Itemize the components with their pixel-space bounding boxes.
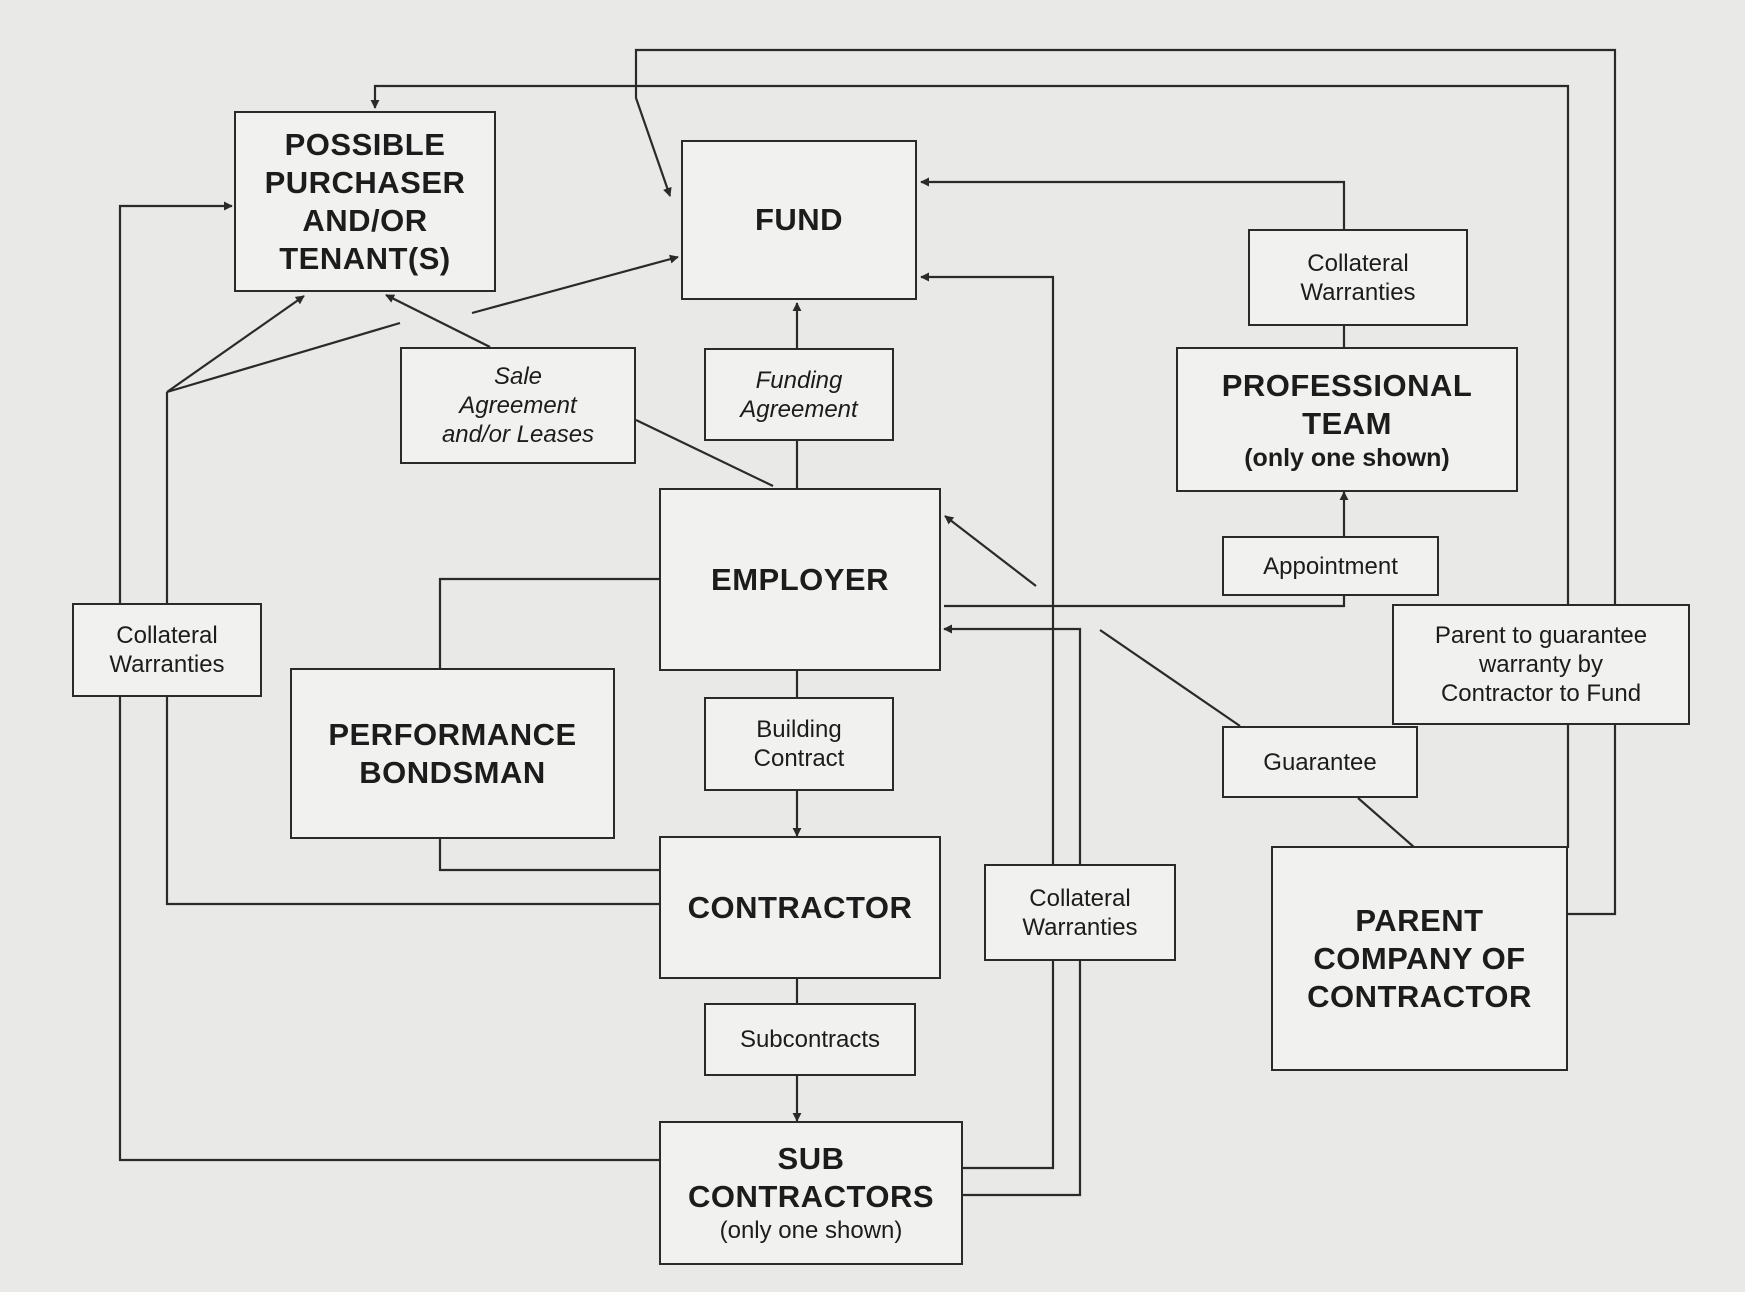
professional-team-label-1: PROFESSIONAL: [1221, 367, 1473, 403]
collateral-warranties-pro-label-1: Collateral: [1307, 249, 1409, 277]
sale-agreement-box: Sale Agreement and/or Leases: [400, 347, 636, 464]
purchaser-label-1: POSSIBLE: [284, 126, 446, 162]
parent-guarantee-label-1: Parent to guarantee: [1434, 622, 1648, 649]
pro-team-to-employer-line: [944, 596, 1346, 608]
sale-agreement-label-1: Sale: [493, 363, 543, 390]
sub-contractors-note: (only one shown): [719, 1217, 903, 1244]
contractor-box: CONTRACTOR: [659, 836, 941, 979]
employer-box: EMPLOYER: [659, 488, 941, 671]
collateral-warranties-left-label-2: Warranties: [109, 651, 225, 678]
guarantee-to-employer-line: [1099, 629, 1241, 727]
appointment-label: Appointment: [1263, 552, 1398, 580]
left-warranties-to-pro-team-line: [166, 321, 401, 394]
bondsman-to-contractor-line: [438, 839, 670, 875]
bondsman-to-employer-line: [438, 574, 670, 668]
appointment-box: Appointment: [1222, 536, 1439, 596]
professional-team-label-2: TEAM: [1302, 405, 1392, 441]
funding-agreement-label-2: Agreement: [740, 395, 858, 423]
funding-agreement-box: Funding Agreement: [704, 348, 894, 441]
guarantee-to-employer-arrow: [944, 515, 1037, 587]
subcontracts-box: Subcontracts: [704, 1003, 916, 1076]
bondsman-label-2: BONDSMAN: [359, 754, 546, 790]
guarantee-box: Guarantee: [1222, 726, 1418, 798]
contractor-label: CONTRACTOR: [687, 889, 913, 925]
sale-to-fund-arrow: [471, 254, 679, 315]
collateral-warranties-pro-label-2: Warranties: [1300, 278, 1416, 306]
funding-agreement-label-1: Funding: [755, 366, 843, 394]
purchaser-box: POSSIBLE PURCHASER AND/OR TENANT(S): [234, 111, 496, 292]
professional-team-note: (only one shown): [1244, 443, 1450, 472]
sale-agreement-label-3: and/or Leases: [441, 421, 595, 448]
parent-to-guarantee-line: [1357, 797, 1416, 849]
building-contract-label-1: Building: [756, 716, 842, 743]
subcontracts-label: Subcontracts: [739, 1026, 881, 1053]
guarantee-label: Guarantee: [1263, 748, 1377, 776]
sale-to-purchaser-arrow: [385, 294, 491, 348]
collateral-warranties-sub-label-2: Warranties: [1022, 913, 1138, 941]
fund-box: FUND: [681, 140, 917, 300]
collateral-warranties-sub-label-1: Collateral: [1029, 884, 1131, 912]
left-warranties-to-purchaser-arrow: [166, 295, 305, 393]
purchaser-label-3: AND/OR: [302, 202, 428, 238]
collateral-warranties-pro-box: Collateral Warranties: [1248, 229, 1468, 326]
parent-to-purchaser-line: [370, 84, 1570, 848]
purchaser-label-2: PURCHASER: [264, 164, 466, 200]
building-contract-box: Building Contract: [704, 697, 894, 791]
parent-company-box: PARENT COMPANY OF CONTRACTOR: [1271, 846, 1568, 1071]
parent-company-label-2: COMPANY OF: [1313, 940, 1526, 976]
professional-team-box: PROFESSIONAL TEAM (only one shown): [1176, 347, 1518, 492]
contractor-to-left-warranties-line: [165, 392, 659, 906]
purchaser-label-4: TENANT(S): [279, 240, 451, 276]
subcontractor-to-fund-line: [920, 272, 1055, 1170]
collateral-warranties-left-box: Collateral Warranties: [72, 603, 262, 697]
fund-label: FUND: [754, 202, 844, 237]
parent-guarantee-box: Parent to guarantee warranty by Contract…: [1392, 604, 1690, 725]
bondsman-label-1: PERFORMANCE: [328, 716, 577, 752]
performance-bondsman-box: PERFORMANCE BONDSMAN: [290, 668, 615, 839]
building-contract-label-2: Contract: [753, 745, 845, 772]
sub-contractors-label-1: SUB: [777, 1141, 845, 1176]
collateral-warranties-left-label-1: Collateral: [116, 622, 218, 649]
parent-guarantee-label-2: warranty by: [1478, 651, 1604, 678]
collateral-warranties-sub-box: Collateral Warranties: [984, 864, 1176, 961]
sale-agreement-label-2: Agreement: [459, 392, 577, 419]
parent-company-label-1: PARENT: [1355, 902, 1484, 938]
parent-guarantee-label-3: Contractor to Fund: [1440, 680, 1642, 707]
sub-contractors-box: SUB CONTRACTORS (only one shown): [659, 1121, 963, 1265]
sub-contractors-label-2: CONTRACTORS: [687, 1179, 935, 1214]
employer-to-sale-line: [635, 419, 774, 487]
parent-to-fund-line: [634, 48, 1617, 916]
employer-label: EMPLOYER: [711, 561, 889, 597]
parent-company-label-3: CONTRACTOR: [1307, 978, 1532, 1014]
